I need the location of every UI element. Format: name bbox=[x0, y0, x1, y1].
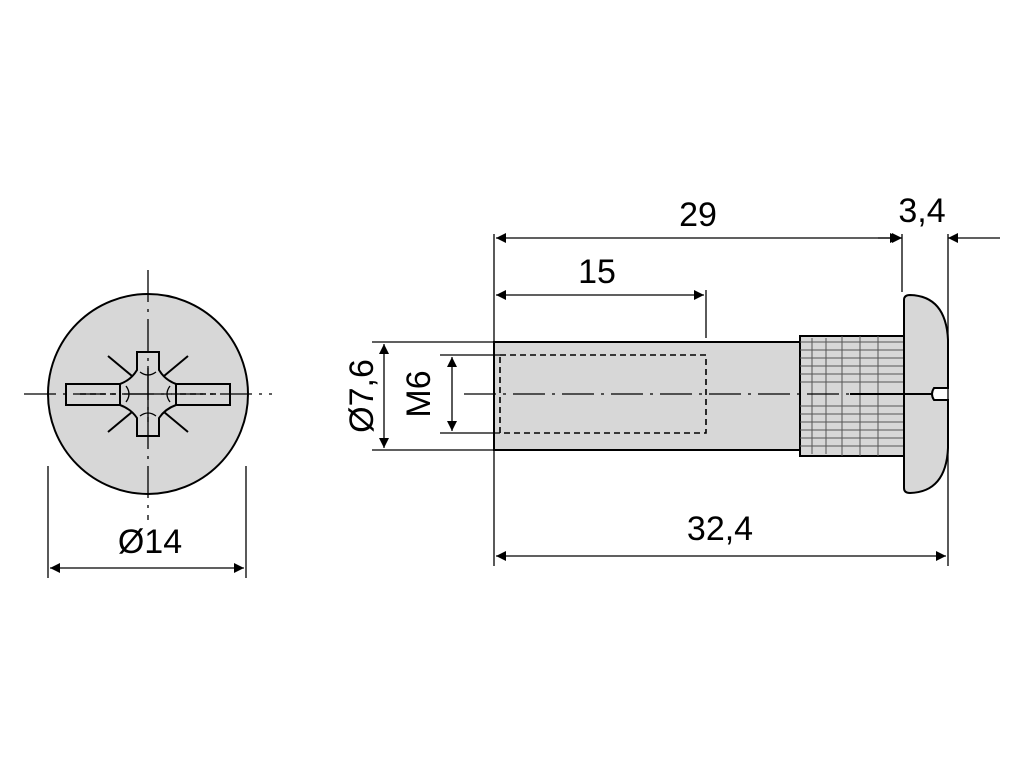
knurled-section bbox=[799, 335, 905, 457]
knurl-lines bbox=[800, 336, 904, 456]
side-view: 29 3,4 15 32,4 Ø7,6 M6 bbox=[343, 192, 1000, 566]
head-end-view: Ø14 bbox=[24, 270, 272, 578]
dim-shaft-length: 29 bbox=[679, 196, 717, 234]
internal-thread-hidden bbox=[499, 354, 707, 434]
dim-sleeve-diameter: Ø7,6 bbox=[343, 359, 381, 433]
dim-thread-depth: 15 bbox=[578, 253, 616, 291]
dim-thread: M6 bbox=[400, 370, 438, 417]
phillips-recess bbox=[119, 351, 177, 437]
dim-overall-length: 32,4 bbox=[687, 510, 753, 548]
dim-head-thickness: 3,4 bbox=[898, 192, 945, 230]
recess-diagonals bbox=[107, 355, 189, 433]
dim-head-diameter: Ø14 bbox=[118, 523, 182, 561]
